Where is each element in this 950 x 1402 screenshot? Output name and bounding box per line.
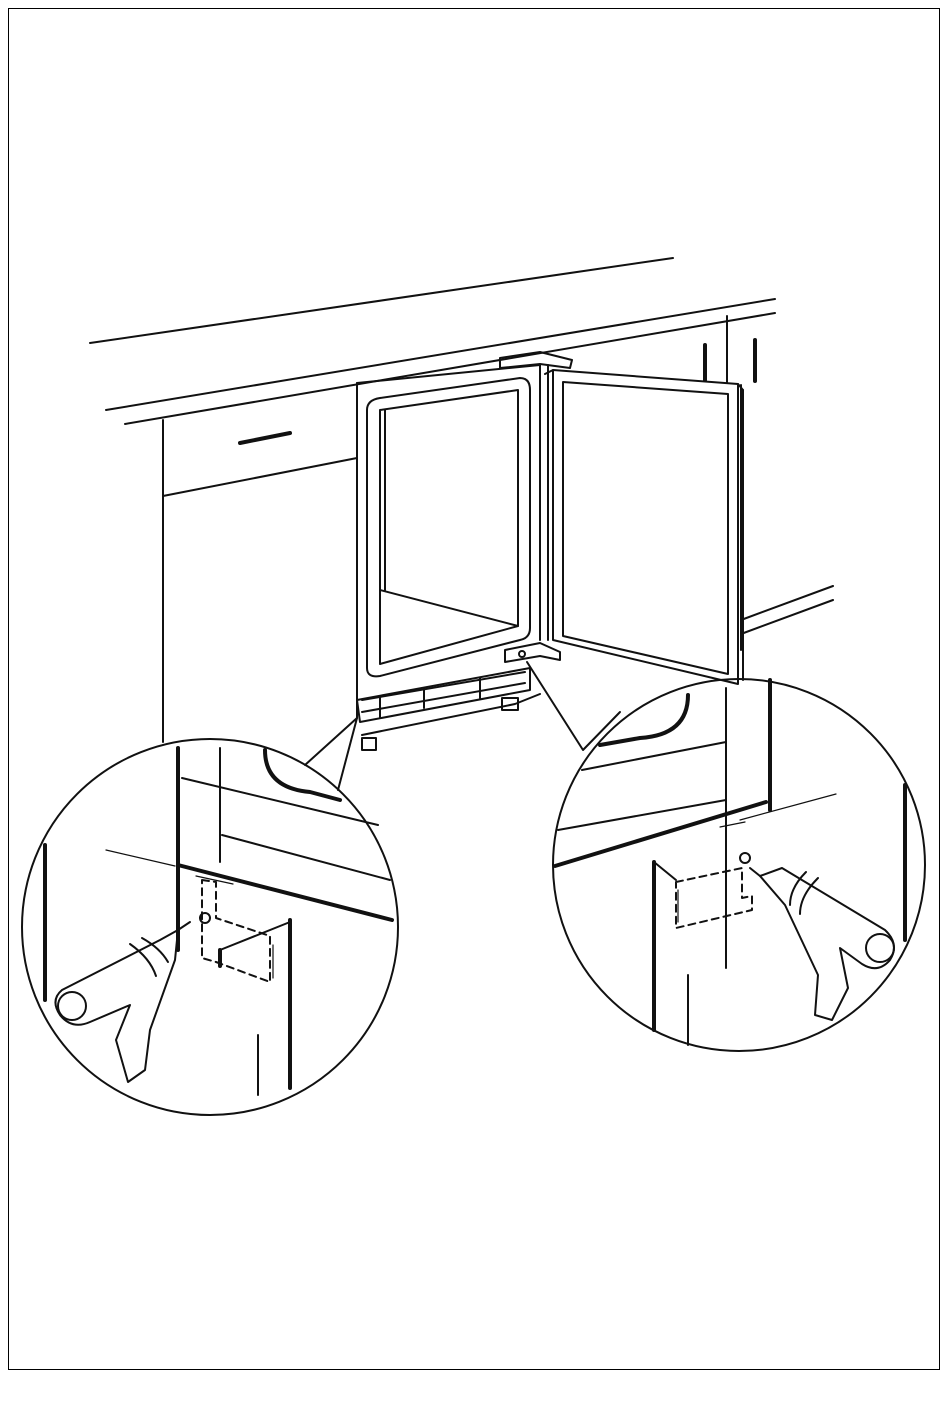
interior-liner — [367, 378, 530, 676]
countertop — [90, 258, 775, 424]
cabinet-left — [163, 383, 357, 742]
drill-icon — [750, 868, 894, 1020]
leveling-feet — [362, 698, 518, 750]
foot-left — [362, 738, 376, 750]
detail-callout-right — [553, 679, 925, 1051]
cabinet-right — [705, 316, 833, 650]
appliance-body — [357, 365, 548, 735]
drawer-handle — [240, 433, 290, 443]
detail-callout-left — [22, 739, 398, 1115]
bottom-hinge — [505, 643, 560, 662]
open-door — [545, 370, 743, 684]
